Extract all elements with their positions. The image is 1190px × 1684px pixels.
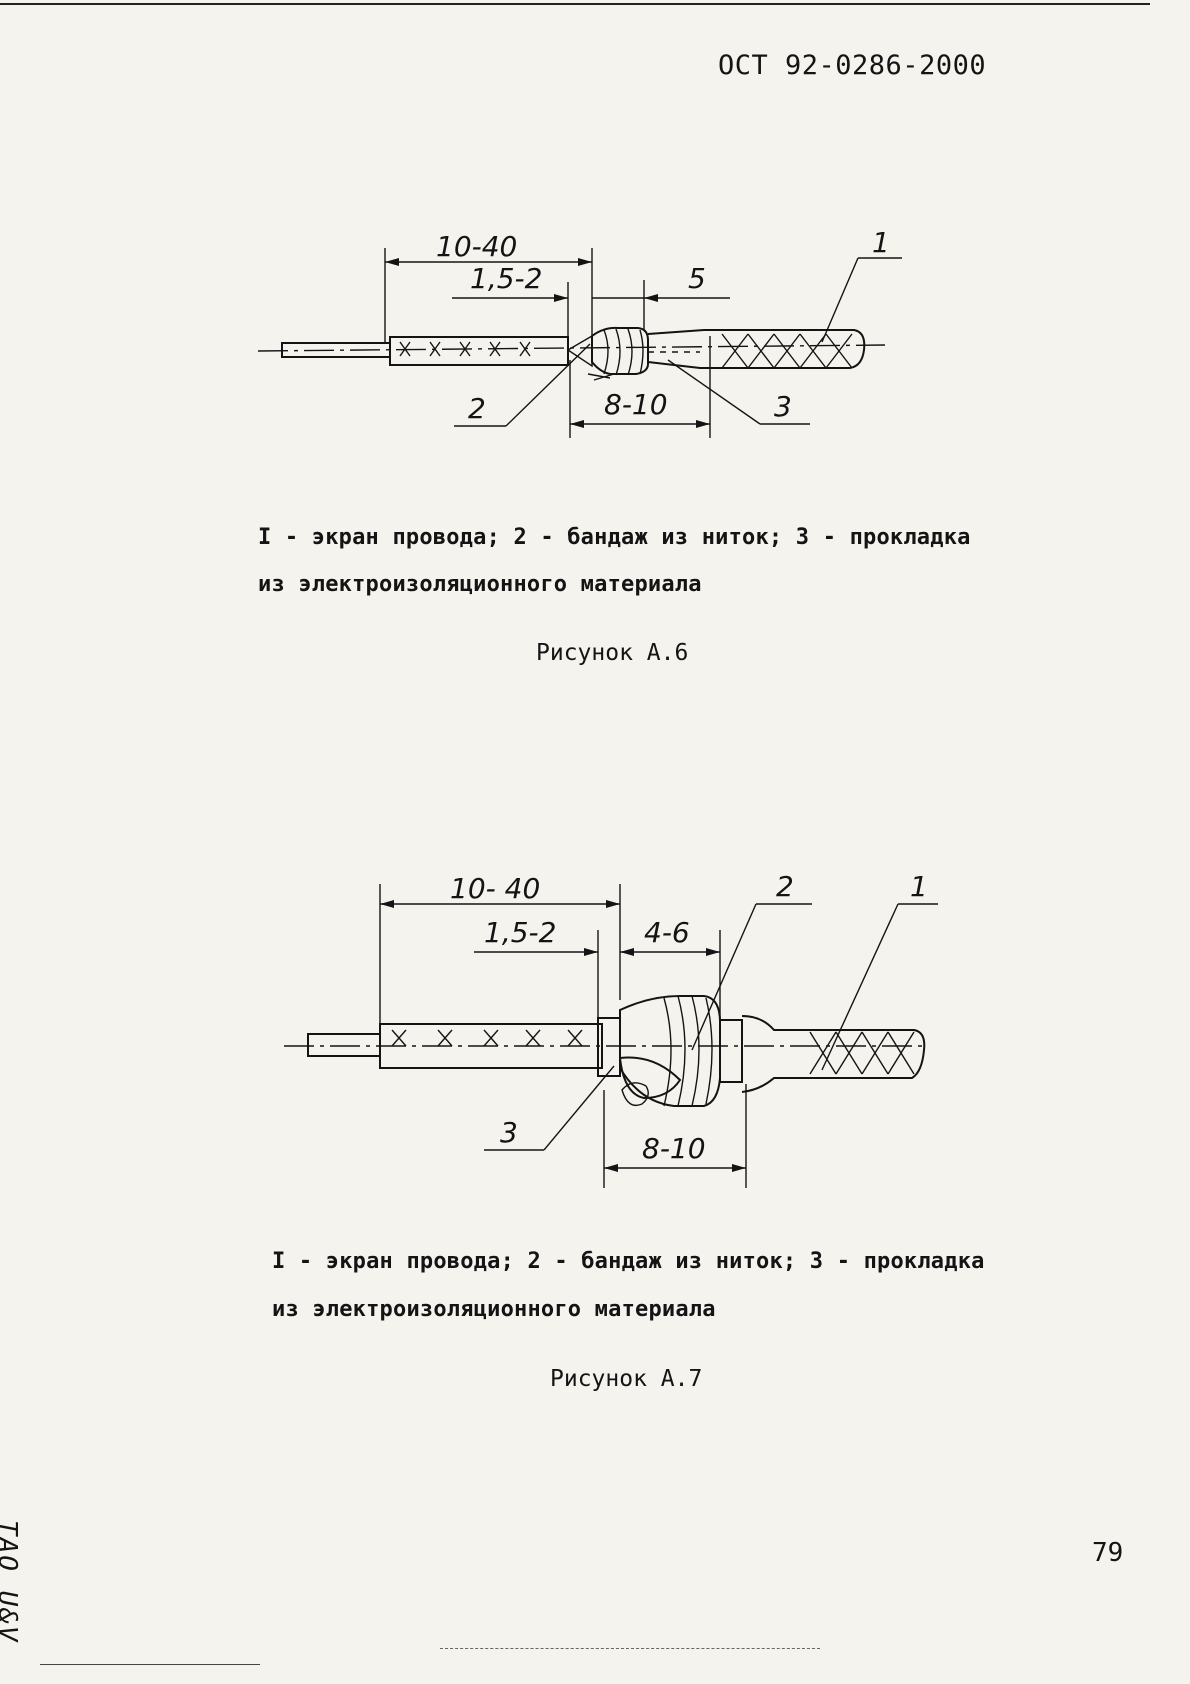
figure-a7-drawing: 10- 40 1,5-2 4-6 8-10 1 2 (284, 870, 938, 1188)
a7-dim-10-40-label: 10- 40 (450, 872, 540, 905)
a6-caption-line1: I - экран провода; 2 - бандаж из ниток; … (258, 525, 971, 550)
a7-leader-1 (822, 904, 898, 1070)
a7-leader-2 (692, 904, 756, 1050)
a7-shield-hatching (810, 1032, 914, 1074)
a7-callout-1: 1 (910, 870, 928, 903)
a7-dim-15-2-arrow (584, 948, 598, 956)
margin-note: ТАО U&V (0, 1520, 22, 1644)
a6-dim-8-10-label: 8-10 (604, 388, 668, 421)
a6-thread-ends (588, 374, 614, 380)
a6-dim-15-2-label: 1,5-2 (470, 262, 542, 295)
a7-callout-2: 2 (776, 870, 794, 903)
a6-dim-15-2-arrow (554, 294, 568, 302)
a6-dim-10-40-label: 10-40 (436, 230, 517, 263)
bottom-edge-line-mid (440, 1648, 820, 1649)
a6-caption-line2: из электроизоляционного материала (258, 572, 702, 597)
a6-shield-hatching (722, 334, 852, 368)
a6-figure-title: Рисунок А.6 (536, 640, 688, 666)
a6-dim-5-arrow (644, 294, 658, 302)
a6-callout-1: 1 (872, 226, 890, 259)
a7-caption-line2: из электроизоляционного материала (272, 1297, 716, 1322)
a6-callout-3: 3 (774, 390, 792, 423)
a6-leader-2 (506, 344, 590, 426)
a7-clamp-ring (720, 1020, 742, 1082)
a6-shield-braid (390, 337, 568, 365)
a7-dim-4-6-label: 4-6 (644, 916, 690, 949)
a7-callout-3: 3 (500, 1116, 518, 1149)
a6-callout-2: 2 (468, 392, 486, 425)
a7-core (308, 1034, 380, 1056)
a7-braid-marks (392, 1030, 582, 1046)
a6-leader-3 (668, 360, 760, 424)
a7-dim-8-10-label: 8-10 (642, 1132, 706, 1165)
page-number: 79 (1092, 1538, 1123, 1568)
a7-dim-15-2-label: 1,5-2 (484, 916, 556, 949)
a6-bandage-turns (604, 329, 643, 375)
bottom-edge-line-left (40, 1664, 260, 1665)
a7-wire (742, 1016, 924, 1092)
a7-caption-line1: I - экран провода; 2 - бандаж из ниток; … (272, 1249, 985, 1274)
a6-wire (648, 330, 864, 368)
a6-dim-5-label: 5 (688, 262, 706, 295)
figure-a6-drawing: 10-40 1,5-2 5 8-10 1 2 (258, 226, 902, 438)
a7-figure-title: Рисунок А.7 (550, 1366, 702, 1392)
